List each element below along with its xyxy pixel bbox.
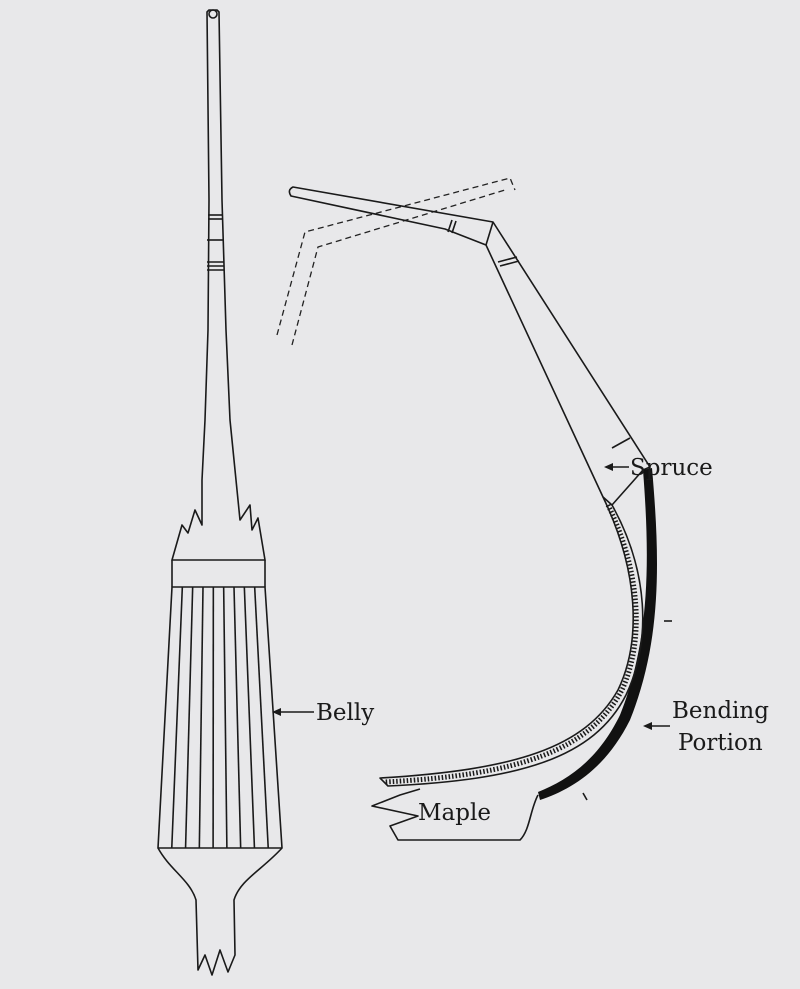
bottom-neck <box>157 847 283 976</box>
belly-rib-line <box>243 586 256 849</box>
stem-hole <box>208 9 218 19</box>
maple-hatched-strip <box>384 503 639 785</box>
svg-text:Belly: Belly <box>316 700 374 726</box>
label-bending-portion: Bending Portion <box>643 698 769 756</box>
left-instrument <box>157 9 283 976</box>
belly-rib-line <box>222 586 228 849</box>
label-belly: Belly <box>272 700 374 726</box>
spruce-section <box>288 186 651 506</box>
belly-rib-line <box>253 586 270 849</box>
dashed-outline <box>276 177 516 346</box>
stem-outline <box>171 9 266 561</box>
label-spruce: Spruce <box>604 455 713 481</box>
stem-bands <box>207 214 224 271</box>
belly-ribs <box>170 586 270 849</box>
belly-rib-line <box>170 586 184 849</box>
right-bent-piece <box>288 186 672 841</box>
belly-rib-line <box>184 586 194 849</box>
svg-text:Bending: Bending <box>672 698 769 724</box>
svg-text:Spruce: Spruce <box>630 455 713 481</box>
belly-rib-line <box>233 586 242 849</box>
maple-block <box>371 788 539 841</box>
svg-text:Portion: Portion <box>678 730 763 756</box>
belly-rib-line <box>198 586 204 849</box>
bending-portion-dark <box>538 468 658 800</box>
label-maple: Maple <box>418 800 491 826</box>
